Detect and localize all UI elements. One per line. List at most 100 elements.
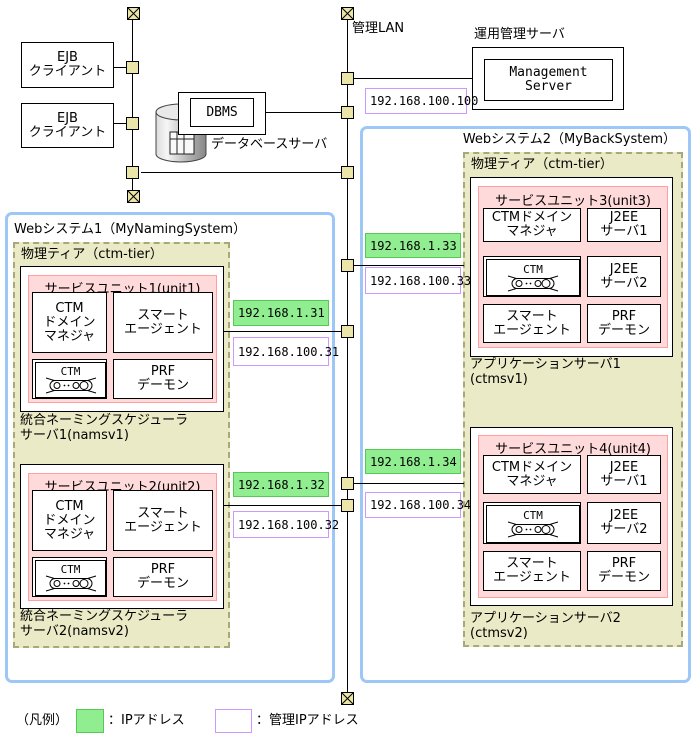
- component-label: J2EE サーバ2: [600, 508, 648, 537]
- ip-box-admin: 192.168.100.31: [233, 337, 339, 366]
- connection-line: [224, 505, 341, 506]
- connection-line: [354, 78, 472, 79]
- websystem1-box: [5, 212, 335, 683]
- component-label: スマート エージェント: [493, 556, 571, 585]
- component-label: PRF デーモン: [136, 562, 189, 591]
- component-label: PRF デーモン: [597, 308, 650, 338]
- component-label: スマート エージェント: [124, 505, 202, 535]
- legend-ip-label: ：IPアドレス: [108, 713, 185, 728]
- component-box-prf-daemon: PRF デーモン: [587, 304, 661, 343]
- ip-label: 192.168.100.32: [238, 517, 340, 532]
- component-box-ctm-domain-manager: CTM ドメイン マネジャ: [32, 490, 107, 551]
- ip-label: 192.168.1.32: [238, 477, 325, 492]
- server-caption: 統合ネーミングスケジューラ サーバ1(namsv1): [20, 413, 189, 443]
- mgmt-ip-label: 192.168.100.100: [370, 94, 479, 108]
- component-label: PRF デーモン: [136, 364, 189, 393]
- ip-label: 192.168.1.34: [370, 454, 457, 469]
- network-node: [126, 117, 139, 130]
- connection-line: [224, 331, 341, 332]
- component-box-prf-daemon: PRF デーモン: [587, 551, 661, 591]
- ejb-client-label: EJB クライアント: [28, 50, 107, 79]
- server-caption: アプリケーションサーバ1 (ctmsv1): [470, 357, 621, 387]
- physical-tier-label: 物理ティア（ctm-tier）: [21, 247, 163, 262]
- ctm-label: CTM: [60, 365, 81, 378]
- mgmt-lan-label: 管理LAN: [352, 21, 405, 36]
- component-box-smart-agent: スマート エージェント: [113, 490, 213, 551]
- network-node: [341, 259, 354, 272]
- connection-line: [266, 112, 341, 113]
- network-node: [126, 61, 139, 74]
- connection-line: [141, 172, 341, 173]
- legend-admin-swatch: [215, 709, 252, 733]
- component-label: CTMドメイン マネジャ: [491, 210, 573, 239]
- component-box-smart-agent: スマート エージェント: [113, 292, 213, 353]
- ctm-label: CTM: [523, 262, 543, 276]
- ctm-queue-icon: CTM: [32, 557, 107, 597]
- client-lan-line: [132, 11, 133, 193]
- ejb-client-box: EJB クライアント: [21, 103, 114, 148]
- physical-tier-label: 物理ティア（ctm-tier）: [471, 157, 613, 172]
- mgmt-lan-line: [347, 11, 348, 695]
- ip-label: 192.168.1.33: [370, 238, 457, 253]
- websystem2-box: [360, 126, 691, 683]
- websystem1-title: Webシステム1（MyNamingSystem）: [14, 222, 247, 237]
- legend-ip-swatch: [76, 709, 104, 733]
- component-box-smart-agent: スマート エージェント: [483, 551, 581, 591]
- ip-box-admin: 192.168.100.33: [365, 267, 471, 294]
- service-unit-title: サービスユニット3(unit3): [495, 194, 651, 209]
- component-label: CTMドメイン マネジャ: [491, 459, 573, 489]
- ip-box-admin: 192.168.100.32: [233, 511, 339, 538]
- ops-server-label: 運用管理サーバ: [474, 27, 565, 42]
- ctm-queue-icon: CTM: [483, 502, 581, 544]
- component-box-ctm-domain-manager: CTMドメイン マネジャ: [483, 455, 581, 494]
- ip-label: 192.168.100.31: [238, 344, 340, 359]
- lan-terminator-icon: [127, 188, 140, 203]
- component-box-prf-daemon: PRF デーモン: [113, 359, 213, 399]
- ctm-label: CTM: [60, 563, 81, 576]
- websystem2-title: Webシステム2（MyBackSystem）: [462, 132, 676, 147]
- component-box-j2ee-server1: J2EE サーバ1: [587, 455, 661, 494]
- component-label: J2EE サーバ2: [600, 261, 648, 291]
- network-node: [341, 72, 354, 85]
- network-node: [341, 325, 354, 338]
- ip-box-admin: 192.168.100.34: [365, 492, 471, 518]
- network-node: [126, 166, 139, 179]
- ip-box-green: 192.168.1.32: [233, 472, 329, 497]
- legend-label: （凡例）: [16, 713, 69, 728]
- mgmt-server-inner-box: Management Server: [484, 59, 613, 101]
- server-caption: 統合ネーミングスケジューラ サーバ2(namsv2): [20, 609, 189, 639]
- connection-line: [354, 265, 464, 266]
- component-label: スマート エージェント: [124, 307, 202, 337]
- ctm-queue-icon: CTM: [32, 359, 107, 399]
- component-label: J2EE サーバ1: [600, 459, 648, 489]
- ejb-client-box: EJB クライアント: [21, 42, 114, 88]
- db-server-label: データベースサーバ: [211, 137, 328, 152]
- network-node: [341, 477, 354, 490]
- ip-box-green: 192.168.1.31: [233, 300, 329, 326]
- component-box-j2ee-server1: J2EE サーバ1: [587, 208, 661, 242]
- ejb-client-label: EJB クライアント: [28, 110, 107, 140]
- ip-box-green: 192.168.1.34: [365, 449, 461, 474]
- dbms-label: DBMS: [206, 104, 238, 120]
- connection-line: [114, 67, 126, 68]
- connection-line: [114, 123, 126, 124]
- mgmt-server-label: Management Server: [509, 65, 588, 94]
- legend-admin-label: ：管理IPアドレス: [256, 713, 359, 728]
- component-box-j2ee-server2: J2EE サーバ2: [587, 502, 661, 544]
- service-unit-title: サービスユニット4(unit4): [495, 442, 651, 457]
- component-label: CTM ドメイン マネジャ: [43, 498, 96, 542]
- ip-box-green: 192.168.1.33: [365, 233, 461, 258]
- component-label: スマート エージェント: [493, 308, 571, 338]
- ctm-label: CTM: [523, 509, 543, 522]
- component-label: J2EE サーバ1: [600, 210, 648, 239]
- component-box-prf-daemon: PRF デーモン: [113, 557, 213, 597]
- component-label: PRF デーモン: [597, 556, 650, 585]
- network-node: [341, 499, 354, 512]
- network-node: [341, 106, 354, 119]
- network-node: [341, 166, 354, 179]
- component-box-ctm-domain-manager: CTMドメイン マネジャ: [483, 208, 581, 242]
- ip-label: 192.168.100.33: [370, 273, 472, 288]
- lan-terminator-icon: [341, 5, 354, 20]
- connection-line: [354, 483, 464, 484]
